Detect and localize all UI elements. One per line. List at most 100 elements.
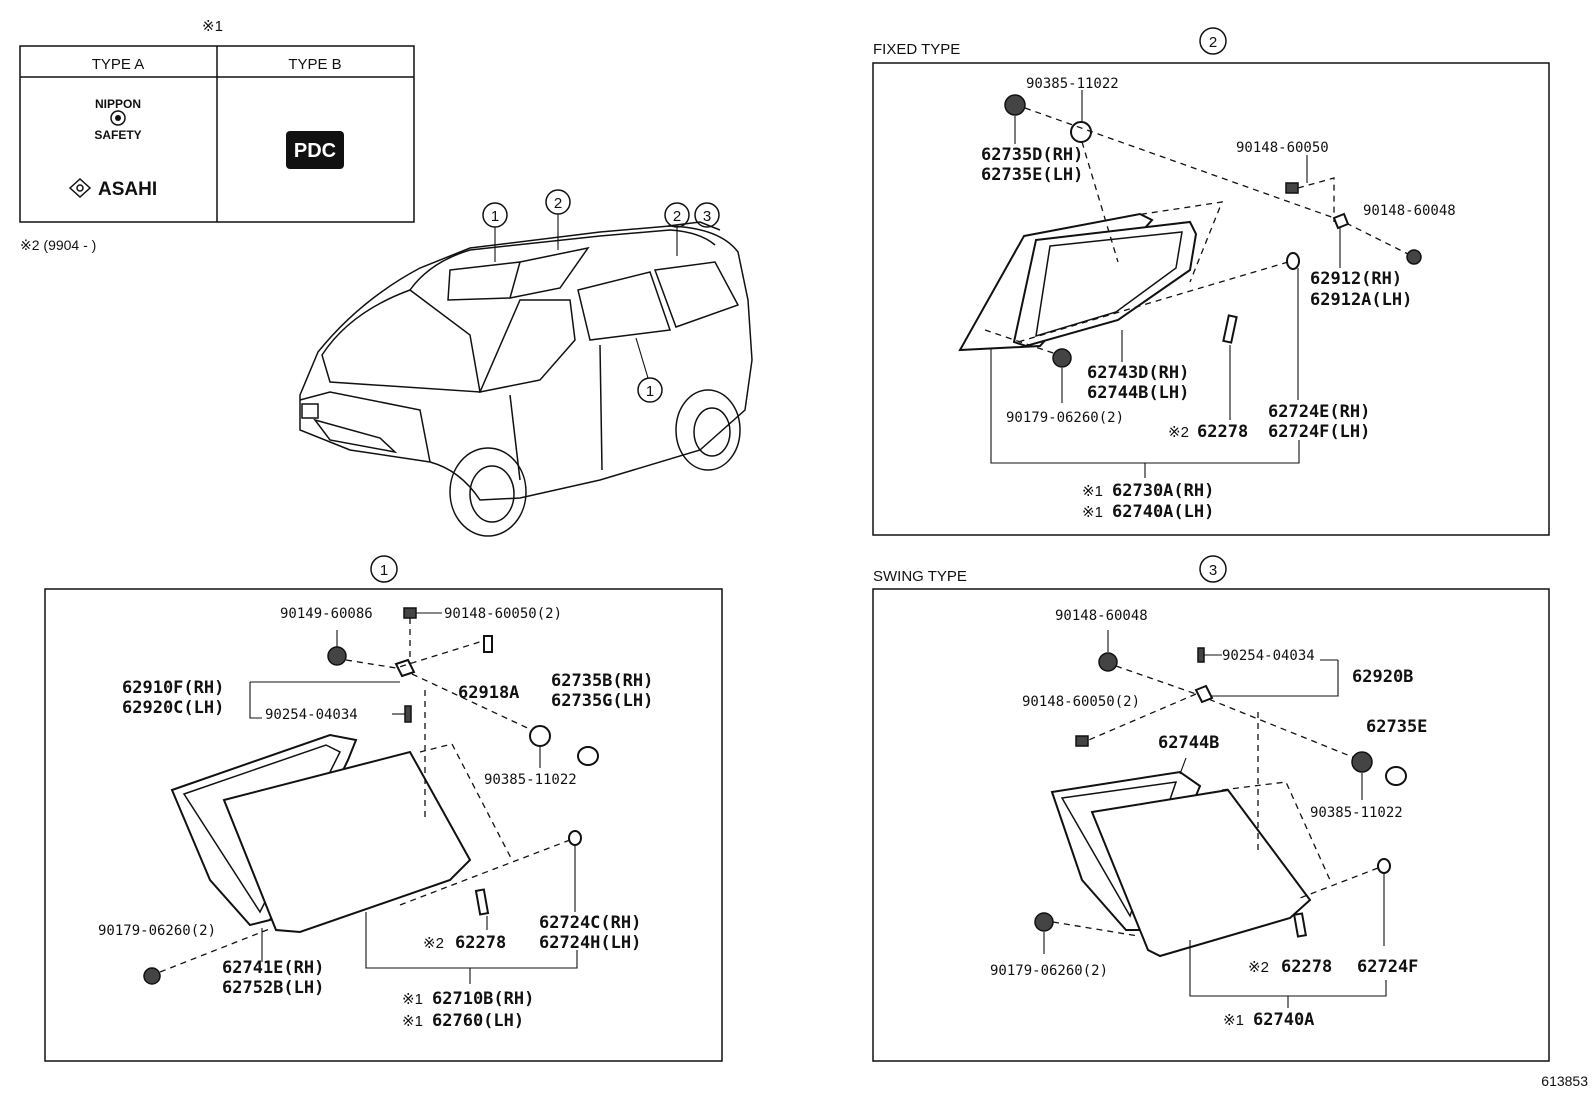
clip-icon	[1052, 348, 1072, 368]
swing-note-2: ※2	[1248, 959, 1269, 976]
label-90385-11022: 90385-11022	[484, 772, 577, 788]
label-62910f: 62910F(RH)	[122, 678, 224, 698]
label-62724e: 62724E(RH)	[1268, 402, 1370, 422]
label-62278: 62278	[455, 933, 506, 953]
label-62912: 62912(RH)	[1310, 269, 1402, 289]
grommet-icon	[1004, 94, 1026, 116]
label-90385-11022: 90385-11022	[1310, 805, 1403, 821]
cap-icon	[577, 746, 599, 766]
svg-text:NIPPON: NIPPON	[95, 97, 141, 111]
grommet-icon	[327, 646, 347, 666]
label-90179-06260: 90179-06260(2)	[98, 923, 216, 939]
legend-note-mark: ※1	[202, 18, 223, 35]
grommet-icon	[1098, 652, 1118, 672]
swing-panel-number: 3	[1209, 562, 1217, 579]
swing-panel-border	[872, 588, 1550, 1062]
spacer-icon	[1286, 252, 1300, 270]
fixed-note-2: ※2	[1168, 424, 1189, 441]
tape-icon	[474, 888, 490, 916]
label-62735g: 62735G(LH)	[551, 691, 653, 711]
svg-text:PDC: PDC	[294, 140, 336, 162]
label-62710b: 62710B(RH)	[432, 989, 534, 1009]
one-note-2: ※2	[423, 935, 444, 952]
label-62730a: 62730A(RH)	[1112, 481, 1214, 501]
label-90179-06260: 90179-06260(2)	[1006, 410, 1124, 426]
nut-icon	[1351, 751, 1373, 773]
tape-icon	[1222, 314, 1238, 344]
label-62724h: 62724H(LH)	[539, 933, 641, 953]
label-62278: 62278	[1197, 422, 1248, 442]
label-62740a: 62740A	[1253, 1010, 1314, 1030]
legend-footnote: ※2 (9904 - )	[20, 237, 96, 253]
hinge-icon	[1194, 684, 1214, 704]
panel-fixed-type: FIXED TYPE 2 90385-	[872, 27, 1550, 536]
label-62744b: 62744B	[1158, 733, 1219, 753]
label-90254-04034: 90254-04034	[1222, 648, 1315, 664]
panel-one-border	[44, 588, 723, 1062]
cap-icon	[1385, 766, 1407, 786]
tape-icon	[1292, 912, 1308, 938]
nut-icon	[1070, 121, 1092, 143]
spacer-icon	[1377, 858, 1391, 874]
nut-icon	[529, 725, 551, 747]
fixed-type-title: FIXED TYPE	[873, 41, 960, 58]
pdc-logo: PDC	[286, 131, 344, 169]
label-62920b: 62920B	[1352, 667, 1413, 687]
label-62760: 62760(LH)	[432, 1011, 524, 1031]
screw-icon	[1285, 182, 1299, 194]
clip-icon	[1034, 912, 1054, 932]
fixed-panel-border	[872, 62, 1550, 536]
label-90179-06260: 90179-06260(2)	[990, 963, 1108, 979]
swing-note-1: ※1	[1223, 1012, 1244, 1029]
vehicle-callout-3: 3	[703, 208, 711, 225]
legend-table: ※1 TYPE A TYPE B NIPPON SAFETY ASAHI PDC…	[19, 18, 415, 253]
vehicle-illustration: 1 2 2 3 1	[299, 189, 753, 537]
label-62740a: 62740A(LH)	[1112, 502, 1214, 522]
fixed-note-1a: ※1	[1082, 483, 1103, 500]
fixed-note-1b: ※1	[1082, 504, 1103, 521]
label-62741e: 62741E(RH)	[222, 958, 324, 978]
label-90148-60050: 90148-60050(2)	[1022, 694, 1140, 710]
label-62918a: 62918A	[458, 683, 519, 703]
one-note-1b: ※1	[402, 1013, 423, 1030]
label-90149-60086: 90149-60086	[280, 606, 373, 622]
screw-icon	[1075, 735, 1089, 747]
vehicle-callout-1b: 1	[646, 383, 654, 400]
panel-swing-type: SWING TYPE 3 90148-	[872, 555, 1550, 1062]
figure-id: 613853	[1541, 1073, 1588, 1089]
vehicle-callout-2a: 2	[554, 195, 562, 212]
label-62752b: 62752B(LH)	[222, 978, 324, 998]
fixed-panel-number: 2	[1209, 34, 1217, 51]
vehicle-callout-1a: 1	[491, 208, 499, 225]
label-62920c: 62920C(LH)	[122, 698, 224, 718]
screw-icon	[403, 607, 417, 619]
label-62724c: 62724C(RH)	[539, 913, 641, 933]
one-note-1a: ※1	[402, 991, 423, 1008]
hinge-icon	[1332, 212, 1350, 230]
label-90254-04034: 90254-04034	[265, 707, 358, 723]
label-90148-60048: 90148-60048	[1055, 608, 1148, 624]
label-62735e: 62735E	[1366, 717, 1427, 737]
asahi-logo: ASAHI	[68, 177, 157, 200]
svg-text:ASAHI: ASAHI	[98, 179, 157, 200]
hinge-icon	[394, 658, 416, 678]
label-62724f: 62724F(LH)	[1268, 422, 1370, 442]
label-62912a: 62912A(LH)	[1310, 290, 1412, 310]
swing-type-title: SWING TYPE	[873, 568, 967, 585]
label-62735b: 62735B(RH)	[551, 671, 653, 691]
label-62744b: 62744B(LH)	[1087, 383, 1189, 403]
label-90148-60050: 90148-60050(2)	[444, 606, 562, 622]
panel-one-number: 1	[380, 562, 388, 579]
vehicle-callout-2b: 2	[673, 208, 681, 225]
nippon-safety-logo: NIPPON SAFETY	[94, 97, 141, 142]
spacer-icon	[568, 830, 582, 846]
label-62743d: 62743D(RH)	[1087, 363, 1189, 383]
label-90148-60050: 90148-60050	[1236, 140, 1329, 156]
clip-icon	[143, 967, 161, 985]
label-62724f: 62724F	[1357, 957, 1418, 977]
type-b-header: TYPE B	[288, 56, 341, 73]
label-62278: 62278	[1281, 957, 1332, 977]
type-a-header: TYPE A	[92, 56, 145, 73]
label-62735e: 62735E(LH)	[981, 165, 1083, 185]
